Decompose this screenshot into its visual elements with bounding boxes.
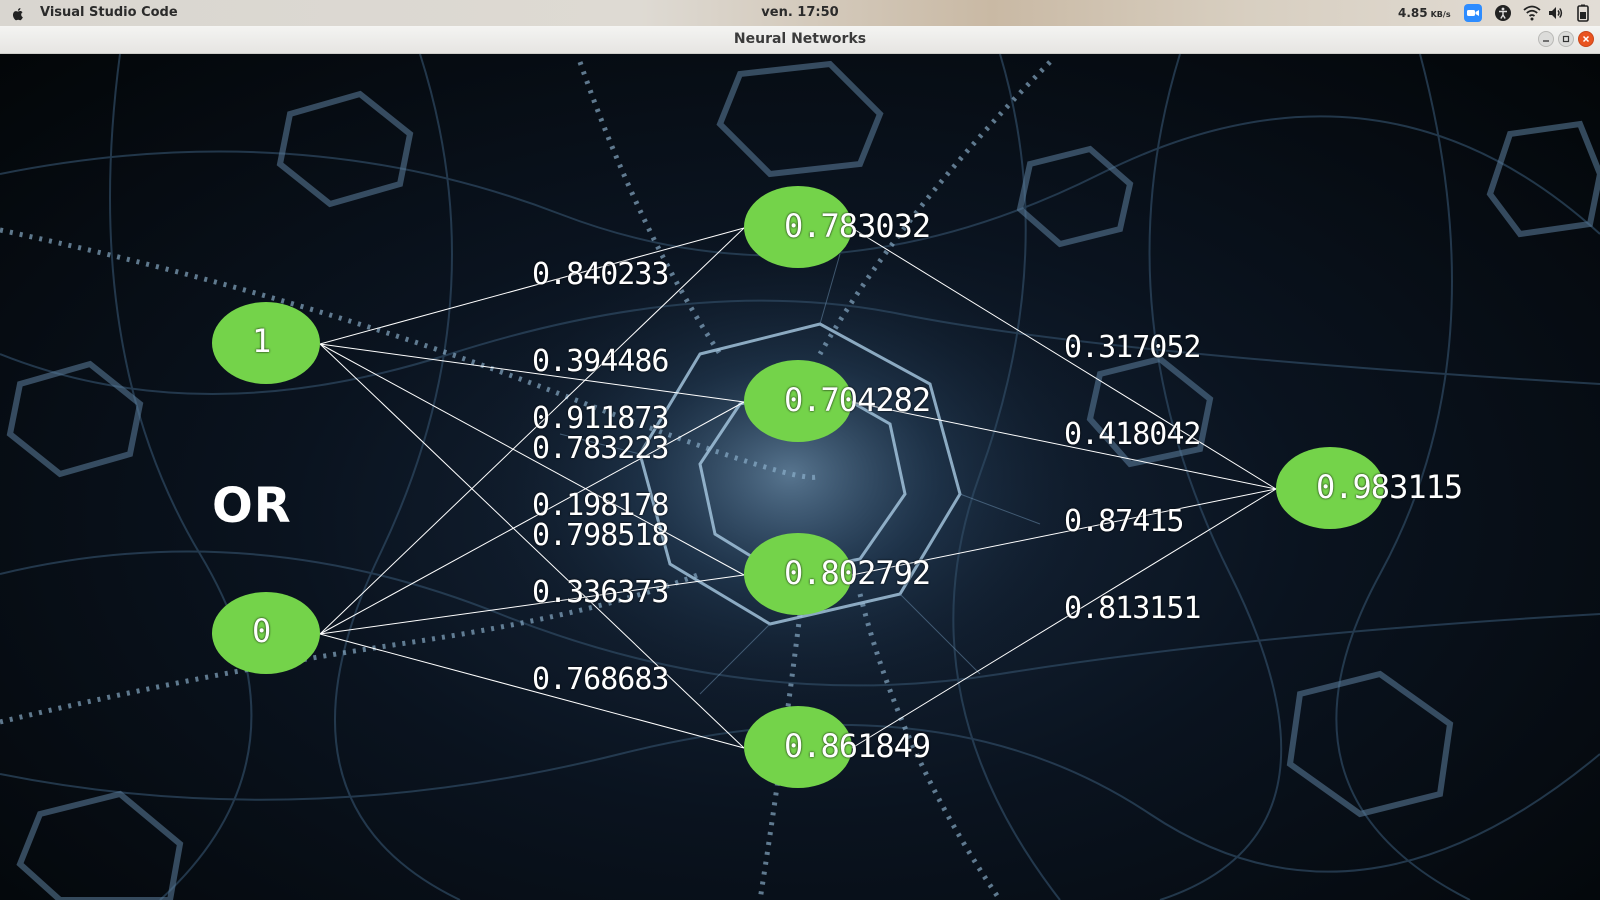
weight-label: 0.911873 [532,401,669,436]
connection-line [851,488,1277,749]
hidden-node-4 [744,706,852,788]
window-title: Neural Networks [733,31,867,47]
close-icon [1582,35,1590,43]
connection-line [319,401,745,635]
zoom-icon[interactable] [1464,4,1482,22]
weight-label: 0.798518 [532,518,669,553]
hidden-node-3 [744,533,852,615]
minimize-button[interactable] [1538,31,1554,47]
weight-label: 0.813151 [1064,591,1201,626]
weight-label: 0.317052 [1064,330,1201,365]
weight-label: 0.394486 [532,344,669,379]
volume-icon[interactable] [1547,4,1565,22]
connection-line [319,633,745,749]
close-button[interactable] [1578,31,1594,47]
connection-line [851,401,1277,490]
hidden-value-4: 0.861849 [784,727,931,765]
operation-label: OR [212,478,292,534]
network-speed-value: 4.85 [1398,6,1428,20]
maximize-icon [1562,35,1570,43]
output-value: 0.983115 [1316,468,1463,506]
apple-icon[interactable] [9,5,27,23]
connection-line [851,227,1277,490]
accessibility-icon[interactable] [1494,4,1512,22]
network-speed-unit: KB/s [1430,10,1451,19]
input-value-2: 0 [252,612,271,650]
input-node-2 [212,592,320,674]
weight-label: 0.87415 [1064,504,1184,539]
window-title-bar[interactable]: Neural Networks [0,26,1600,54]
hidden-value-3: 0.802792 [784,554,931,592]
connection-line [319,343,745,576]
minimize-icon [1543,40,1549,42]
hidden-value-2: 0.704282 [784,381,931,419]
weight-label: 0.198178 [532,488,669,523]
active-app-name[interactable]: Visual Studio Code [40,5,178,20]
hidden-value-1: 0.783032 [784,207,931,245]
output-node [1276,447,1384,529]
neural-network-canvas: OR 1 0 0.783032 0.704282 0.802792 0.8618… [0,54,1600,900]
hidden-node-2 [744,360,852,442]
connection-line [851,488,1277,576]
connection-line [319,343,745,749]
wifi-icon[interactable] [1523,4,1541,22]
input-value-1: 1 [252,322,271,360]
connection-line [319,343,745,403]
connection-line [319,227,745,635]
background-network-art [0,54,1600,900]
weight-label: 0.783223 [532,431,669,466]
hidden-node-1 [744,186,852,268]
connection-lines [319,227,1277,749]
maximize-button[interactable] [1558,31,1574,47]
input-node-1 [212,302,320,384]
weight-label: 0.840233 [532,257,669,292]
connection-line [319,227,745,345]
weight-label: 0.336373 [532,575,669,610]
connection-line [319,574,745,635]
battery-icon[interactable] [1574,4,1592,22]
clock[interactable]: ven. 17:50 [761,5,839,20]
weight-label: 0.418042 [1064,417,1201,452]
weight-label: 0.768683 [532,662,669,697]
